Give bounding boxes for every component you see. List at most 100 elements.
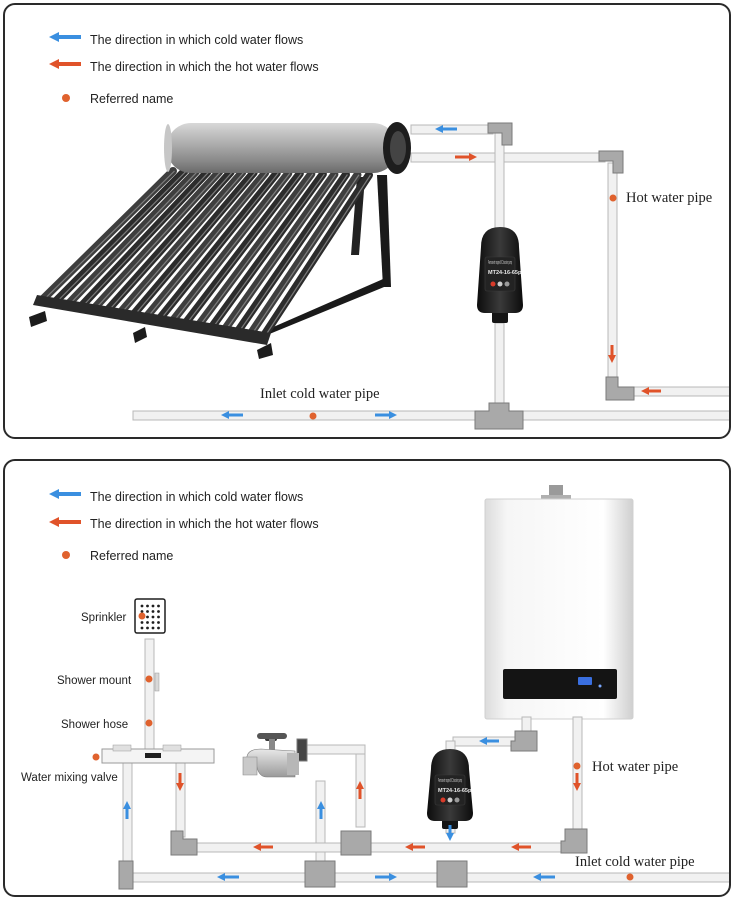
vacuum-tube-highlight (172, 172, 291, 323)
faucet-icon (242, 733, 299, 778)
hot-flow-arrows (176, 773, 581, 851)
hot-flow-arrows (455, 153, 661, 395)
inlet-cold-pipe-marker-icon (626, 873, 634, 881)
hot-water-pipe-marker-icon (573, 762, 581, 770)
shower-nozzle-dot (146, 626, 149, 630)
cold-flow-arrows (221, 125, 457, 419)
vacuum-tube (245, 170, 362, 339)
vacuum-tube-highlight (55, 170, 187, 304)
shower-mount-label: Shower mount (57, 675, 132, 687)
water-mixing-valve-label: Water mixing valve (21, 772, 118, 784)
vacuum-tube-highlight (120, 172, 245, 315)
vacuum-tube (180, 169, 304, 329)
shower-nozzle-dot (140, 610, 144, 613)
shower-nozzle-dot (146, 615, 149, 619)
shower-nozzle-dot (146, 610, 149, 613)
vacuum-tube (232, 170, 350, 337)
shower-nozzle-dot (151, 604, 155, 608)
sprinkler-label: Sprinkler (81, 612, 127, 624)
vacuum-tube (76, 167, 212, 312)
shower-nozzle-dot (146, 621, 149, 624)
vacuum-tube (102, 168, 235, 316)
vacuum-tube-highlight (224, 173, 337, 331)
vacuum-tube-highlight (263, 174, 372, 338)
shower-nozzle-dot (140, 626, 144, 630)
vacuum-tube (167, 169, 293, 327)
pump-model-text: MT24-16-65p (488, 270, 522, 276)
booster-pump-icon: Permanent magnet DC booster pump MT24-16… (477, 227, 523, 323)
shower-nozzle-dot (157, 621, 160, 624)
vacuum-tube-highlight (146, 172, 268, 319)
hot-flow-legend-arrow-icon (49, 517, 81, 527)
shower-nozzle-dot (151, 626, 155, 630)
legend: The direction in which cold water flows … (49, 489, 319, 563)
vacuum-tube (115, 168, 247, 318)
legend-hot-flow-text: The direction in which the hot water flo… (90, 517, 319, 531)
legend-cold-flow-text: The direction in which cold water flows (90, 33, 303, 47)
shower-nozzle-dot (157, 615, 160, 619)
vacuum-tube (50, 167, 189, 308)
shower-nozzle-dot (140, 621, 144, 624)
vacuum-tube (63, 167, 201, 310)
vacuum-tube-highlight (211, 173, 325, 329)
legend-hot-flow-text: The direction in which the hot water flo… (90, 60, 319, 74)
vacuum-tube (128, 168, 258, 320)
cold-flow-legend-arrow-icon (49, 32, 81, 42)
inlet-cold-pipe-marker-icon (309, 412, 317, 420)
hot-water-pipe-label: Hot water pipe (592, 759, 678, 775)
solar-heater-diagram: The direction in which cold water flows … (29, 32, 729, 430)
pump-brand-text: Permanent magnet DC booster pump (438, 778, 462, 784)
vacuum-tube (206, 170, 327, 333)
vacuum-tube-highlight (250, 174, 360, 336)
solar-heater-diagram-panel: The direction in which cold water flows … (3, 3, 731, 439)
vacuum-tube-highlight (94, 171, 222, 310)
vacuum-tube-highlight (198, 173, 314, 327)
inlet-cold-water-pipe-label: Inlet cold water pipe (575, 854, 695, 870)
vacuum-tube (89, 167, 224, 314)
hot-water-pipe-label: Hot water pipe (626, 190, 712, 206)
hot-water-pipe-marker-icon (609, 194, 617, 202)
legend-marker-dot-icon (62, 551, 70, 559)
shower-hose-marker-icon (145, 719, 153, 727)
gas-heater-diagram: The direction in which cold water flows … (21, 485, 729, 890)
shower-nozzle-dot (146, 604, 149, 608)
shower-nozzle-dot (151, 610, 155, 613)
shower-nozzle-dot (140, 604, 144, 608)
pump-brand-text: Permanent magnet DC booster pump (488, 260, 512, 266)
shower-nozzle-dot (157, 626, 160, 630)
shower-mount-marker-icon (145, 675, 153, 683)
legend-referred-name-text: Referred name (90, 549, 173, 563)
vacuum-tube (154, 169, 281, 325)
vacuum-tube (259, 171, 373, 341)
vacuum-tube-highlight (159, 172, 279, 321)
shower-nozzle-dot (157, 604, 160, 608)
shower-nozzle-dot (151, 615, 155, 619)
vacuum-tube-highlight (81, 171, 210, 308)
vacuum-tube (193, 169, 316, 331)
legend-marker-dot-icon (62, 94, 70, 102)
cold-flow-legend-arrow-icon (49, 489, 81, 499)
pipe-fittings (474, 122, 635, 430)
legend: The direction in which cold water flows … (49, 32, 319, 106)
inlet-cold-water-pipe-label: Inlet cold water pipe (260, 386, 380, 402)
gas-heater-diagram-panel: The direction in which cold water flows … (3, 459, 731, 897)
vacuum-tube-highlight (107, 171, 233, 312)
sprinkler-marker-icon (138, 612, 146, 620)
water-mixing-valve-marker-icon (92, 753, 100, 761)
hot-flow-legend-arrow-icon (49, 59, 81, 69)
shower-hose-label: Shower hose (61, 719, 128, 731)
gas-water-heater-icon (484, 485, 634, 720)
booster-pump-icon: Permanent magnet DC booster pump MT24-16… (427, 749, 473, 829)
shower-nozzle-dot (151, 621, 155, 624)
shower-nozzle-dot (157, 610, 160, 613)
vacuum-tube-highlight (185, 173, 302, 325)
vacuum-tube-highlight (42, 170, 175, 302)
pipe-fittings (118, 730, 588, 890)
vacuum-tube (219, 170, 339, 335)
vacuum-tube (141, 168, 270, 322)
shower-head-icon (101, 598, 215, 764)
vacuum-tubes (37, 167, 373, 341)
cold-flow-arrows (123, 737, 555, 881)
vacuum-tube-highlight (133, 172, 256, 317)
legend-cold-flow-text: The direction in which cold water flows (90, 490, 303, 504)
